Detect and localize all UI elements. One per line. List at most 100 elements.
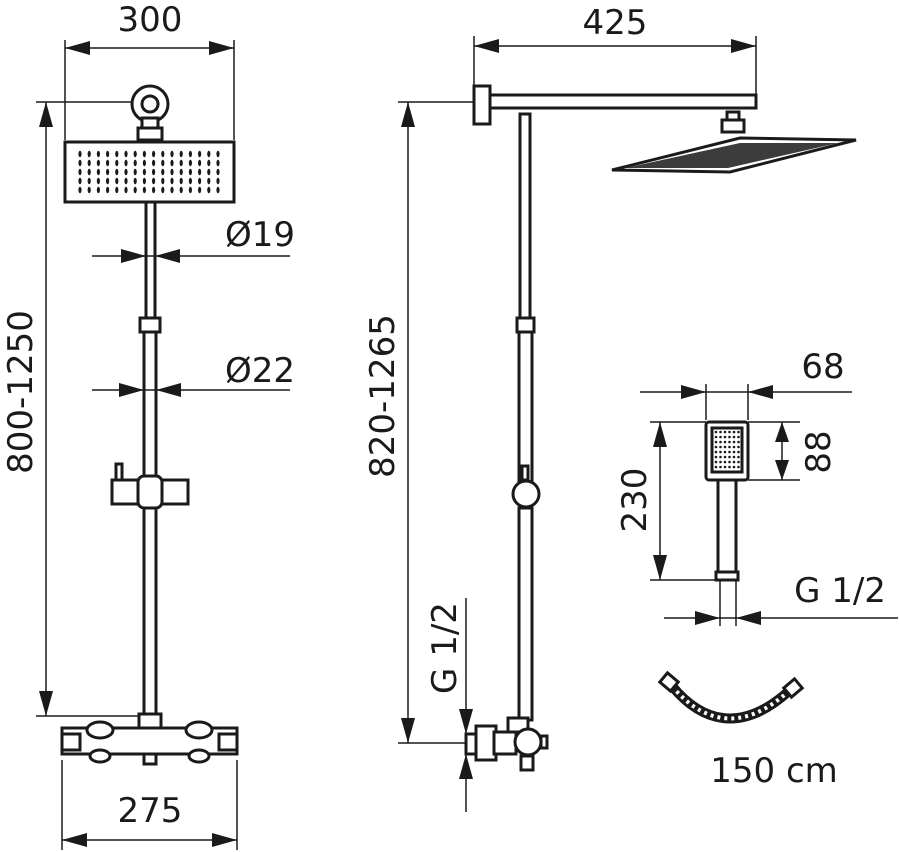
- hand-shower-nozzles: [714, 430, 740, 469]
- side-view: 425 820-126: [363, 3, 857, 812]
- nozzle-dot: [152, 150, 156, 158]
- nozzle-dot: [115, 168, 119, 176]
- nozzle-dot: [188, 177, 192, 185]
- nozzle-dot: [87, 150, 91, 158]
- hand-nozzle-dot: [728, 465, 731, 469]
- hand-nozzle-dot: [719, 440, 722, 444]
- nozzle-dot: [216, 159, 220, 167]
- nozzle-dot: [161, 168, 165, 176]
- front-hand-shower-holder: [110, 462, 190, 510]
- hand-nozzle-dot: [728, 455, 731, 459]
- hand-nozzle-dot: [723, 445, 727, 449]
- side-wall-arm: [472, 84, 758, 126]
- dim-label-hand-width: 68: [801, 347, 844, 387]
- hand-nozzle-dot: [719, 460, 722, 464]
- hand-nozzle-dot: [714, 460, 718, 464]
- nozzle-dot: [78, 177, 82, 185]
- nozzle-dot: [161, 159, 165, 167]
- hand-nozzle-dot: [714, 455, 718, 459]
- nozzle-dot: [133, 177, 137, 185]
- nozzle-dot: [106, 186, 110, 194]
- dim-pipe-upper-diameter: Ø19: [92, 215, 295, 263]
- side-pipe: [511, 112, 541, 722]
- nozzle-dot: [115, 177, 119, 185]
- nozzle-dot: [142, 186, 146, 194]
- nozzle-dot: [96, 168, 100, 176]
- nozzle-dot: [124, 150, 128, 158]
- nozzle-dot: [170, 186, 174, 194]
- hand-nozzle-dot: [714, 440, 718, 444]
- dim-label-hand-total-length: 230: [615, 468, 655, 533]
- side-shower-head: [611, 110, 857, 174]
- hand-nozzle-dot: [737, 435, 740, 439]
- hand-nozzle-dot: [732, 450, 736, 454]
- nozzle-dot: [207, 150, 211, 158]
- hand-nozzle-dot: [737, 465, 740, 469]
- nozzle-dot: [142, 168, 146, 176]
- nozzle-dot: [78, 186, 82, 194]
- nozzle-dot: [142, 150, 146, 158]
- nozzle-dot: [124, 186, 128, 194]
- hand-nozzle-dot: [732, 465, 736, 469]
- nozzle-dot: [96, 186, 100, 194]
- dim-front-width-bottom: 275: [61, 760, 238, 850]
- nozzle-dot: [152, 168, 156, 176]
- hand-nozzle-dot: [714, 445, 718, 449]
- nozzle-dot: [179, 150, 183, 158]
- hand-nozzle-dot: [719, 455, 722, 459]
- hand-nozzle-dot: [728, 450, 731, 454]
- nozzle-dot: [216, 177, 220, 185]
- dim-front-height: 800-1250: [1, 101, 140, 717]
- nozzle-dot: [198, 150, 202, 158]
- dim-label-front-width-bottom: 275: [118, 791, 183, 831]
- nozzle-dot: [124, 168, 128, 176]
- hand-nozzle-dot: [714, 450, 718, 454]
- hand-nozzle-dot: [728, 460, 731, 464]
- nozzle-dot: [188, 168, 192, 176]
- nozzle-dot: [87, 186, 91, 194]
- hand-nozzle-dot: [737, 460, 740, 464]
- nozzle-dot: [87, 159, 91, 167]
- hand-nozzle-dot: [732, 445, 736, 449]
- nozzle-dot: [198, 177, 202, 185]
- nozzle-dot: [207, 168, 211, 176]
- nozzle-dot: [188, 159, 192, 167]
- hand-shower-view: 68 88 230: [615, 347, 898, 626]
- hand-shower-head: [704, 420, 750, 482]
- nozzle-dot: [207, 177, 211, 185]
- nozzle-dot: [96, 177, 100, 185]
- hand-nozzle-dot: [737, 430, 740, 434]
- hand-nozzle-dot: [732, 460, 736, 464]
- nozzle-dot: [207, 159, 211, 167]
- nozzle-dot: [115, 150, 119, 158]
- nozzle-dot: [133, 168, 137, 176]
- front-thermostat-mixer: [60, 720, 239, 766]
- nozzle-dot: [106, 150, 110, 158]
- hand-shower-handle: [714, 478, 740, 582]
- nozzle-dot: [179, 168, 183, 176]
- hand-nozzle-dot: [728, 430, 731, 434]
- nozzle-dot: [96, 159, 100, 167]
- dim-hand-connection: G 1/2: [664, 571, 898, 626]
- nozzle-dot: [207, 186, 211, 194]
- nozzle-dot: [106, 159, 110, 167]
- hand-nozzle-dot: [723, 440, 727, 444]
- hand-nozzle-dot: [719, 435, 722, 439]
- nozzle-dot: [124, 177, 128, 185]
- hand-nozzle-dot: [719, 450, 722, 454]
- hand-nozzle-dot: [723, 450, 727, 454]
- hand-nozzle-dot: [719, 445, 722, 449]
- dim-side-connection: G 1/2: [425, 598, 473, 812]
- nozzle-dot: [170, 159, 174, 167]
- dim-side-height: 820-1265: [363, 101, 520, 744]
- hose-view: 150 cm: [657, 670, 838, 791]
- hand-nozzle-dot: [723, 430, 727, 434]
- front-shower-head: [63, 140, 236, 204]
- dim-front-width-top: 300: [64, 0, 235, 140]
- dim-hand-head-height: 88: [748, 421, 839, 481]
- hand-nozzle-dot: [732, 435, 736, 439]
- dim-label-side-arm-length: 425: [583, 3, 648, 43]
- hand-nozzle-dot: [714, 430, 718, 434]
- nozzle-dot: [133, 150, 137, 158]
- hand-nozzle-dot: [732, 440, 736, 444]
